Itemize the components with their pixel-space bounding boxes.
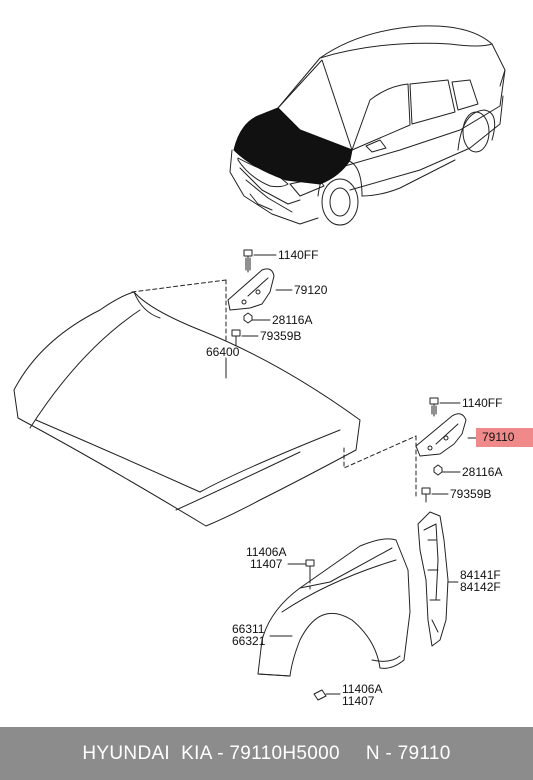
label-79120: 79120	[294, 283, 328, 297]
label-1140ff-top: 1140FF	[278, 248, 319, 262]
top-hinge-group	[225, 249, 293, 379]
label-1140ff-right: 1140FF	[462, 396, 503, 410]
label-79359b-right: 79359B	[450, 487, 492, 501]
hood-panel	[13, 291, 361, 527]
label-84141f: 84141F	[460, 568, 501, 582]
part-number-footer: HYUNDAI KIA - 79110H5000 N - 79110	[0, 727, 533, 780]
label-28116a-top: 28116A	[272, 313, 313, 327]
car-hood-highlight	[233, 107, 353, 185]
label-66321: 66321	[232, 634, 266, 648]
fender-bracket	[417, 511, 459, 647]
label-66311: 66311	[232, 622, 265, 636]
label-79359b-top: 79359B	[260, 329, 302, 343]
label-11407-fender: 11407	[250, 557, 283, 571]
label-79110-highlight: 79110	[476, 428, 533, 447]
label-84142f: 84142F	[460, 580, 501, 594]
parts-diagram	[13, 25, 506, 701]
right-hinge-group	[415, 397, 481, 503]
label-66400: 66400	[206, 345, 240, 359]
label-28116a-right: 28116A	[462, 465, 503, 479]
car-illustration	[229, 25, 506, 226]
label-11406a-fender: 11406A	[246, 545, 287, 559]
footer-part-number: HYUNDAI KIA - 79110H5000	[82, 742, 340, 764]
footer-catalog-code: N - 79110	[365, 742, 451, 764]
label-11407-bottom: 11407	[342, 694, 375, 708]
label-11406a-bottom: 11406A	[342, 682, 383, 696]
